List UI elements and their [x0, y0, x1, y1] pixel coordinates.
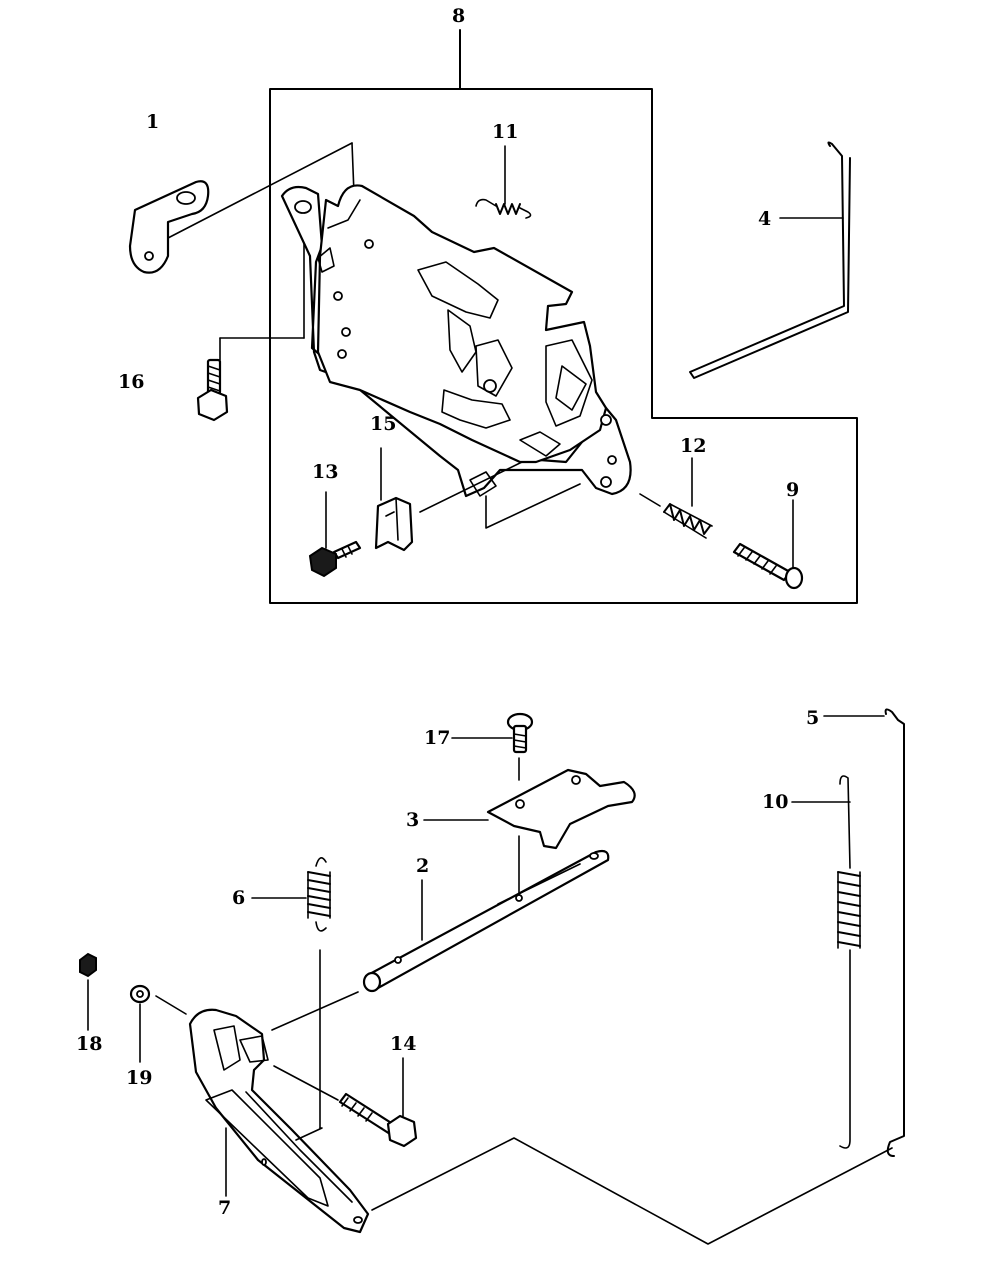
callout-13: 13 — [312, 461, 338, 483]
callout-16: 16 — [118, 371, 144, 393]
connection-line — [371, 1137, 893, 1245]
nut-part-18 — [79, 952, 97, 1031]
spring-part-12 — [639, 457, 713, 539]
spring-rod-part-10 — [791, 775, 861, 1149]
rod-part-5 — [823, 708, 905, 1157]
bolt-part-13 — [308, 491, 362, 578]
callout-19: 19 — [126, 1067, 152, 1089]
callout-17: 17 — [424, 727, 450, 749]
control-bracket-assembly-frame — [269, 29, 858, 604]
callout-15: 15 — [370, 413, 396, 435]
callout-3: 3 — [406, 809, 419, 831]
bracket-part-1 — [128, 142, 357, 274]
callout-6: 6 — [232, 887, 245, 909]
shaft-part-2 — [271, 849, 610, 1031]
bolt-part-16 — [196, 217, 305, 422]
callout-12: 12 — [680, 435, 706, 457]
bolt-part-14 — [338, 1057, 418, 1148]
control-lever-part-7 — [188, 1008, 370, 1234]
spring-part-6 — [251, 857, 331, 1129]
callout-14: 14 — [390, 1033, 416, 1055]
screw-part-9 — [732, 499, 804, 590]
control-plate-part-8 — [280, 184, 632, 529]
callout-1: 1 — [146, 111, 159, 133]
clip-part-15 — [374, 447, 523, 552]
callout-18: 18 — [76, 1033, 102, 1055]
callout-10: 10 — [762, 791, 788, 813]
callout-5: 5 — [806, 707, 819, 729]
callout-2: 2 — [416, 855, 429, 877]
callout-4: 4 — [758, 208, 771, 230]
lever-plate-part-3 — [423, 768, 636, 897]
spring-part-11 — [475, 145, 532, 219]
callout-11: 11 — [492, 121, 518, 143]
callout-7: 7 — [218, 1197, 231, 1219]
screw-part-17 — [451, 712, 534, 781]
rod-part-4 — [689, 141, 851, 379]
washer-part-19 — [129, 984, 187, 1063]
callout-8: 8 — [452, 5, 465, 27]
callout-9: 9 — [786, 479, 799, 501]
